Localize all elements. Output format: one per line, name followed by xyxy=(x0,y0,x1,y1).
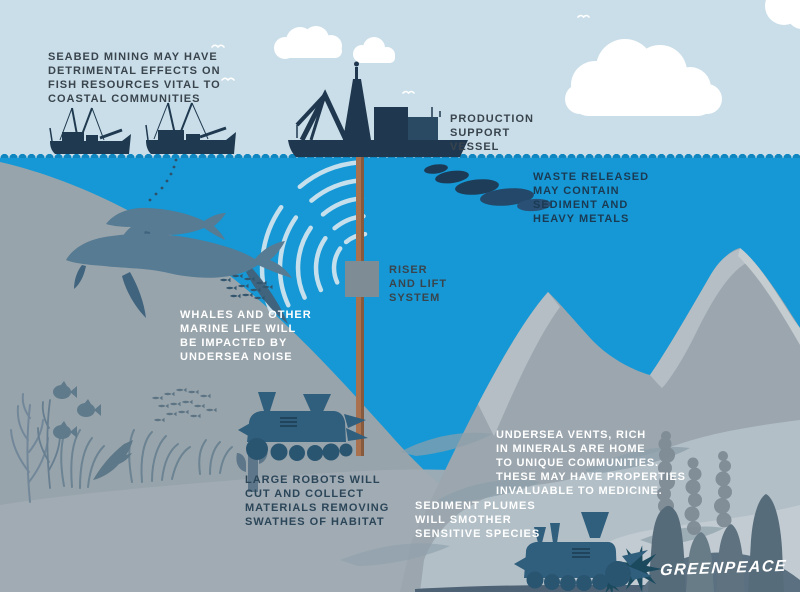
mining-robot-icon xyxy=(238,392,368,461)
vent-smoke-icon xyxy=(657,431,732,535)
bubble-trail-icon xyxy=(148,158,178,202)
shark-icon xyxy=(93,440,133,480)
waste-plume-icon xyxy=(424,164,551,212)
seabed-sand xyxy=(0,469,448,592)
label-robots: LARGE ROBOTS WILL CUT AND COLLECT MATERI… xyxy=(245,474,390,528)
cloud-icon xyxy=(274,26,395,63)
label-sediment: SEDIMENT PLUMES WILL SMOTHER SENSITIVE S… xyxy=(415,500,541,540)
label-waste-released: WASTE RELEASED MAY CONTAIN SEDIMENT AND … xyxy=(533,171,650,225)
cloud-icon xyxy=(565,39,722,116)
label-riser-lift: RISER AND LIFT SYSTEM xyxy=(389,264,448,304)
label-vents: UNDERSEA VENTS, RICH IN MINERALS ARE HOM… xyxy=(496,429,686,497)
trawler-icon xyxy=(49,107,131,154)
production-vessel-icon xyxy=(288,61,468,157)
riser-pipe xyxy=(356,150,364,456)
label-whales: WHALES AND OTHER MARINE LIFE WILL BE IMP… xyxy=(180,309,312,363)
riser-lift-box xyxy=(345,261,379,297)
vent-chimney-icon xyxy=(640,494,800,592)
reef-flora-icon xyxy=(10,393,233,503)
whale-mother-icon xyxy=(66,233,292,324)
trawler-icon xyxy=(145,102,236,154)
gull-icon xyxy=(211,14,590,95)
label-seabed-mining: SEABED MINING MAY HAVE DETRIMENTAL EFFEC… xyxy=(48,51,221,105)
label-production-vessel: PRODUCTION SUPPORT VESSEL xyxy=(450,113,534,153)
mining-robot-icon xyxy=(514,512,652,591)
cloud-icon xyxy=(765,0,800,29)
